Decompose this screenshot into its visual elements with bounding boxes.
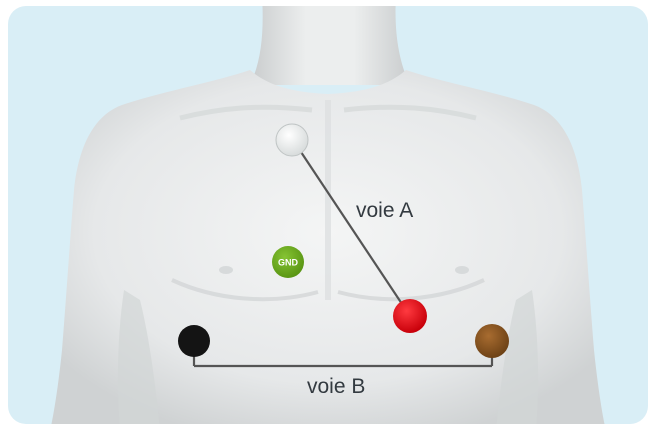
neck [250, 0, 410, 85]
electrode-brown [475, 324, 509, 358]
electrode-black [178, 325, 210, 357]
lead-a-label: voie A [356, 199, 413, 222]
right-nipple [455, 266, 469, 274]
left-nipple [219, 266, 233, 274]
lead-b-label: voie B [307, 375, 365, 398]
electrode-red [393, 299, 427, 333]
electrode-white [276, 124, 308, 156]
ground-label: GND [278, 258, 299, 268]
